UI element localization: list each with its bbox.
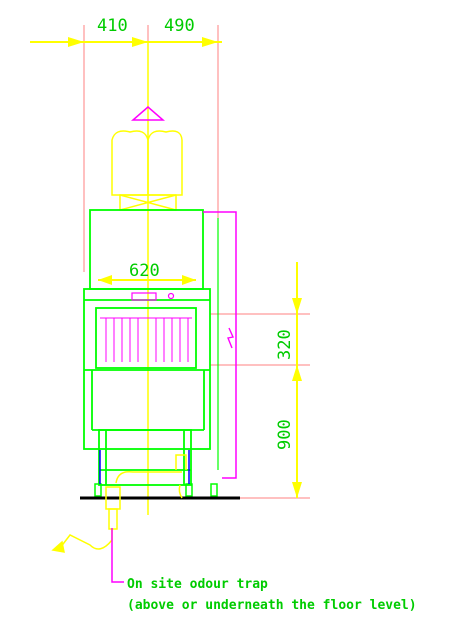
electrical-symbol-icon xyxy=(227,327,234,349)
arrow-head-icon xyxy=(68,37,84,47)
side-pipe xyxy=(203,211,237,479)
arrow-head-icon xyxy=(292,482,302,498)
arrow-head-icon xyxy=(132,37,148,47)
top-dimension: 410 490 xyxy=(30,16,222,47)
dimension-490: 490 xyxy=(164,16,195,36)
dimension-620: 620 xyxy=(129,261,160,281)
leg-pipes xyxy=(99,450,190,484)
dimension-900: 900 xyxy=(275,419,295,450)
arrow-head-icon xyxy=(182,275,196,285)
width-dimension: 620 xyxy=(98,261,196,285)
dimension-320: 320 xyxy=(275,329,295,360)
note-line-2: (above or underneath the floor level) xyxy=(127,598,417,613)
control-panel xyxy=(131,292,157,301)
note-line-1: On site odour trap xyxy=(127,577,268,592)
arrow-head-icon xyxy=(292,365,302,381)
exhaust-arrow-icon xyxy=(130,106,166,121)
stand-frame xyxy=(98,429,192,486)
arrow-head-icon xyxy=(202,37,218,47)
height-dimension: 320 900 xyxy=(275,262,302,498)
exhaust-fan xyxy=(111,130,183,211)
main-housing xyxy=(83,288,211,450)
indicator-light-icon xyxy=(167,292,175,300)
arrow-head-icon xyxy=(292,298,302,314)
machine-body xyxy=(83,209,211,486)
wash-chamber xyxy=(95,307,197,369)
basket-rack xyxy=(100,317,192,362)
odour-trap-leader xyxy=(111,528,124,583)
dimension-410: 410 xyxy=(97,16,128,36)
arrow-head-icon xyxy=(98,275,112,285)
